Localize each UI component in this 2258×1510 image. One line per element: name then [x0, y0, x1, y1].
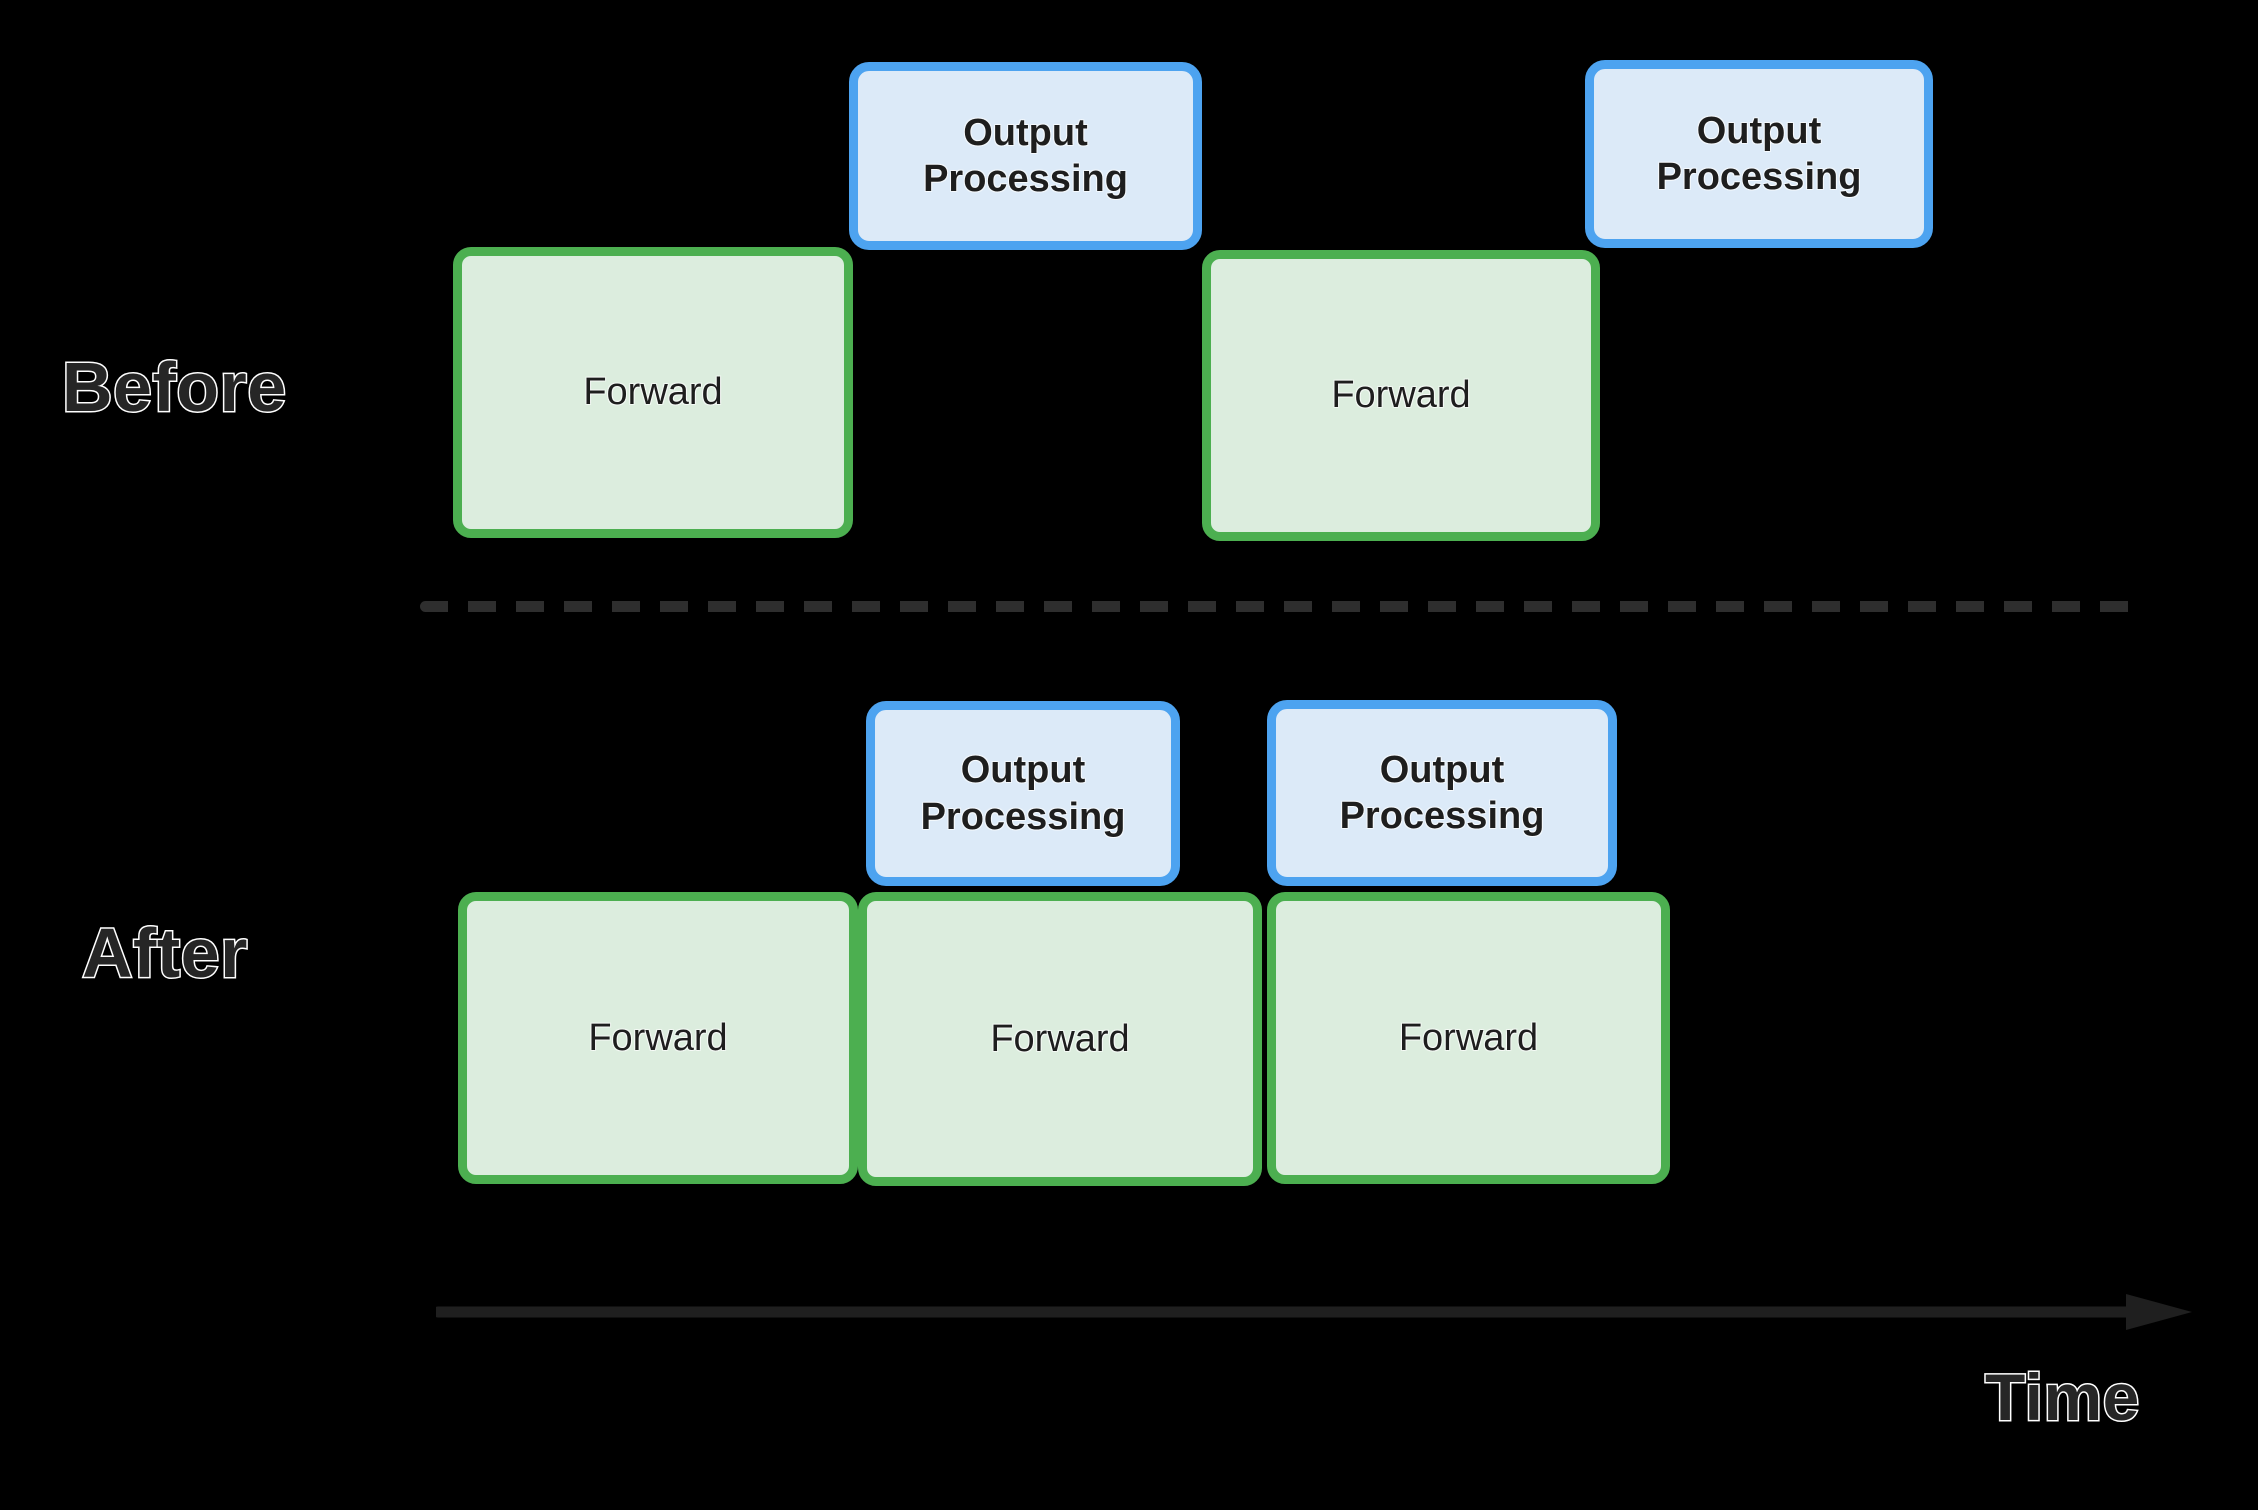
block-label-line1: Output: [1696, 109, 1822, 152]
before-output-processing-block-2: Output Processing: [1585, 60, 1933, 248]
after-output-processing-block-2: Output Processing: [1267, 700, 1617, 886]
section-divider-dashed-line: [420, 601, 2140, 612]
row-label-after: After: [81, 914, 249, 992]
before-output-processing-block-1: Output Processing: [849, 62, 1202, 250]
block-label-line1: Output: [960, 749, 1086, 792]
time-axis-arrow: [436, 1294, 2192, 1330]
row-label-before: Before: [61, 348, 288, 426]
block-label: Forward: [1398, 1016, 1539, 1059]
block-label-line2: Processing: [1656, 156, 1862, 198]
after-forward-block-3: Forward: [1267, 892, 1670, 1184]
block-label: Forward: [1331, 374, 1471, 417]
after-forward-block-2: Forward: [858, 892, 1262, 1186]
block-label-line2: Processing: [1339, 795, 1545, 837]
before-forward-block-2: Forward: [1202, 250, 1600, 541]
after-output-processing-block-1: Output Processing: [866, 701, 1180, 886]
block-label-line1: Output: [963, 111, 1088, 154]
block-label-line2: Processing: [920, 795, 1126, 838]
before-forward-block-1: Forward: [453, 247, 853, 538]
block-label: Output Processing: [1657, 108, 1862, 201]
after-forward-block-1: Forward: [458, 892, 858, 1184]
block-label-line1: Output: [1379, 748, 1505, 791]
block-label: Forward: [583, 371, 723, 414]
block-label: Forward: [588, 1016, 728, 1059]
block-label: Forward: [990, 1017, 1130, 1060]
block-label: Output Processing: [1340, 747, 1545, 840]
block-label: Output Processing: [921, 747, 1126, 840]
block-label-line2: Processing: [923, 158, 1128, 200]
time-axis-label: Time: [1984, 1360, 2141, 1434]
block-label: Output Processing: [923, 110, 1128, 203]
